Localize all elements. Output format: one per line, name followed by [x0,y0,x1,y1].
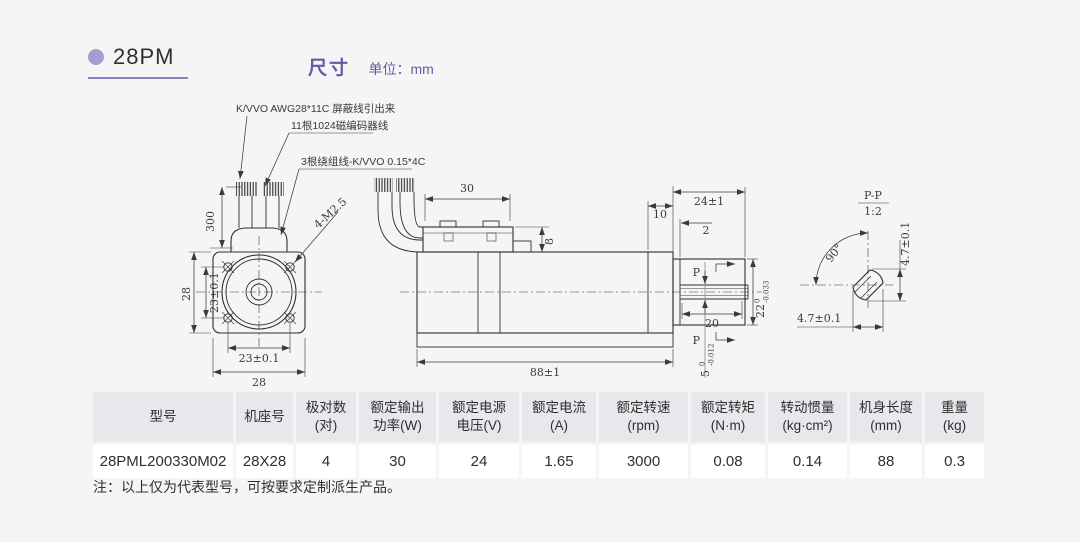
col-header-model: 型号 [93,392,233,442]
col-header-frame: 机座号 [236,392,293,442]
dim-boss-dia-tol-lower: -0.033 [763,281,771,303]
dim-hole-spacing-h: 23±0.1 [239,352,280,365]
section-mark-p-top: P [693,266,701,279]
side-view: 30 8 88±1 10 24±1 2 [374,178,771,379]
dim-boss-length: 24±1 [694,195,724,208]
section-mark-p-bottom: P [693,334,701,347]
wire-callouts: K/VVO AWG28*11C 屏蔽线引出来 11根1024磁编码器线 3根绕组… [236,102,426,236]
mount-hole [283,311,297,325]
section-scale: 1:2 [864,205,882,218]
dim-encoder-length: 30 [460,182,474,195]
wire-brush [236,182,257,196]
col-header-rated-speed: 额定转速(rpm) [599,392,688,442]
callout-encoder-wire: 11根1024磁编码器线 [291,119,389,132]
section-bullet-icon [88,49,104,65]
wire-brush [396,178,415,192]
col-header-poles: 极对数(对) [296,392,356,442]
callout-shield-wire: K/VVO AWG28*11C 屏蔽线引出来 [236,102,396,115]
dim-encoder-height: 8 [543,238,556,245]
col-header-inertia: 转动惯量(kg·cm²) [768,392,847,442]
section-label: P-P [864,189,883,202]
cell-rated-torque: 0.08 [691,445,765,478]
col-header-weight: 重量(kg) [925,392,984,442]
dim-flange-width-left: 28 [180,287,193,301]
dim-wire-length: 300 [204,211,217,232]
dim-shaft-length: 20 [705,317,719,330]
callout-winding-wire: 3根绕组线-K/VVO 0.15*4C [301,155,426,168]
section-angle: 90° [823,241,845,264]
cell-rated-speed: 3000 [599,445,688,478]
dimension-title: 尺寸 [308,58,351,79]
dim-across-flats-v: 4.7±0.1 [899,222,912,266]
footnote: 注：以上仅为代表型号，可按要求定制派生产品。 [93,479,401,495]
cell-rated-voltage: 24 [439,445,519,478]
cell-poles: 4 [296,445,356,478]
cell-frame: 28X28 [236,445,293,478]
dim-mount-holes: 4-M2.5 [311,195,349,231]
dim-lip: 2 [703,224,710,237]
col-header-rated-voltage: 额定电源电压(V) [439,392,519,442]
dim-rear-step: 10 [653,208,667,221]
cell-rated-power: 30 [359,445,436,478]
cell-model: 28PML200330M02 [93,445,233,478]
dim-flange-width-bottom: 28 [252,376,266,389]
dim-across-flats-h: 4.7±0.1 [797,312,841,325]
col-header-rated-torque: 额定转矩(N·m) [691,392,765,442]
dimension-label: 尺寸 单位：mm [308,53,434,80]
dim-boss-dia: 22 [754,304,767,318]
front-view: 300 28 23±0.1 23±0.1 28 4-M2.5 [180,182,349,389]
mount-hole [283,260,297,274]
dim-body-length: 88±1 [530,366,560,379]
dim-boss-dia-tol-upper: 0 [754,299,762,303]
page-title: 28PM [113,44,175,69]
cell-body-length: 88 [850,445,922,478]
col-header-rated-power: 额定输出功率(W) [359,392,436,442]
section-view: P-P 1:2 90° 4.7±0.1 [797,189,912,332]
dim-shaft-dia-tol-upper: 0 [699,362,707,366]
col-header-body-length: 机身长度(mm) [850,392,922,442]
dimension-unit: 单位：mm [368,61,434,77]
cell-inertia: 0.14 [768,445,847,478]
cell-weight: 0.3 [925,445,984,478]
section-header: 28PM [88,44,189,79]
dim-shaft-dia: 5 [699,370,712,377]
col-header-rated-current: 额定电流(A) [522,392,596,442]
wire-brush [374,178,393,192]
dim-hole-spacing-v: 23±0.1 [208,272,221,313]
spec-table: 型号 机座号 极对数(对) 额定输出功率(W) 额定电源电压(V) 额定电流(A… [93,392,984,478]
cell-rated-current: 1.65 [522,445,596,478]
dim-shaft-dia-tol-lower: -0.012 [708,344,716,366]
